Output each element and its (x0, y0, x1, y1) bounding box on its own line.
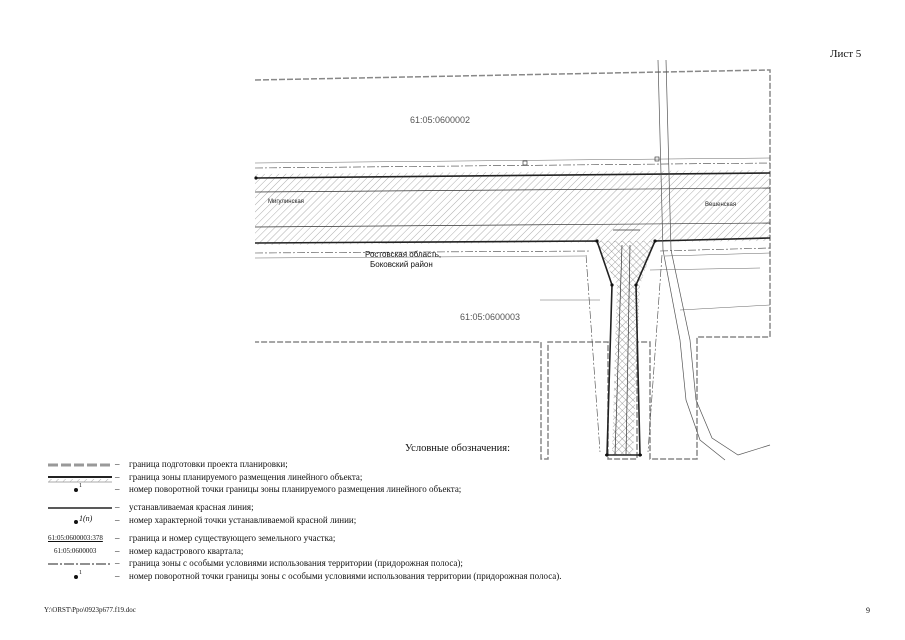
road-lines (254, 187, 771, 456)
legend-item-zone-boundary: – граница зоны планируемого размещения л… (44, 472, 764, 485)
sheet-label: Лист 5 (830, 48, 862, 60)
right-road (657, 59, 771, 461)
dot-icon (74, 575, 78, 579)
page-number: 9 (866, 606, 870, 615)
legend-item-quarter: 61:05:0600003 – номер кадастрового кварт… (54, 546, 244, 556)
roadside-zone (254, 162, 771, 453)
legend-item-project-boundary: – граница подготовки проекта планировки; (44, 459, 764, 472)
legend-item-zone-point: 1 – номер поворотной точки границы зоны … (44, 483, 764, 497)
dot-icon (74, 488, 78, 492)
road-label-right: Вешенская (705, 202, 736, 208)
legend-item-parcel: 61:05:0600003:378 – граница и номер суще… (48, 533, 336, 543)
road-label-left: Мигулинская (268, 199, 304, 205)
legend-symbol-project-boundary (48, 463, 112, 467)
region-line-1: Ростовская область, (365, 250, 441, 259)
zone-boundary (254, 172, 771, 456)
quarter-label-top: 61:05:0600002 (410, 115, 470, 125)
branch-corridor (595, 241, 655, 455)
legend-item-red-line: – устанавливаемая красная линия; (44, 502, 764, 515)
legend-item-roadside-zone: – граница зоны с особыми условиями испол… (44, 558, 764, 571)
legend-item-roadside-point: 1 – номер поворотной точки границы зоны … (44, 570, 764, 584)
dot-icon (74, 520, 78, 524)
legend-symbol-zone-boundary (48, 476, 112, 483)
region-line-2: Боковский район (370, 260, 433, 269)
quarter-label-bottom: 61:05:0600003 (460, 312, 520, 322)
building-marker (654, 156, 660, 162)
turning-points (254, 176, 657, 457)
footer-file-path: Y:\ORST\Ppo\0923p677.f19.doc (44, 606, 136, 614)
road-corridor (255, 170, 770, 245)
legend-title: Условные обозначения: (405, 443, 511, 454)
legend-symbol-red-line (48, 507, 112, 509)
parcel-boundaries (254, 157, 771, 311)
legend-symbol-roadside-zone (48, 563, 112, 565)
building-marker (522, 160, 528, 166)
project-boundary (254, 69, 771, 460)
legend-item-red-line-point: 1(n) – номер характерной точки устанавли… (44, 514, 764, 528)
